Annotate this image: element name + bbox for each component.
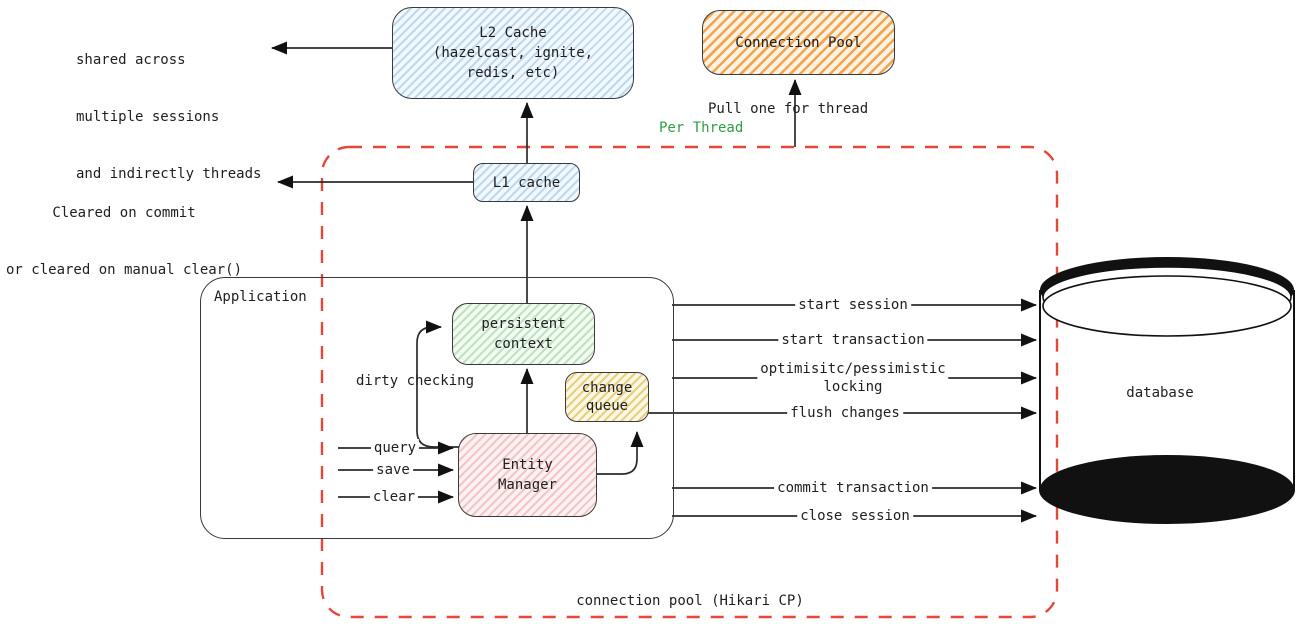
clear-label: clear [369, 488, 419, 507]
connection-pool-caption: connection pool (Hikari CP) [576, 593, 804, 609]
database-cylinder-detail [1039, 257, 1295, 524]
entity-manager-box: Entity Manager [458, 433, 597, 517]
cleared-note-line1: Cleared on commit [52, 205, 196, 221]
save-label: save [373, 461, 413, 480]
start-transaction-label: start transaction [778, 331, 928, 350]
entity-manager-line2: Manager [497, 477, 557, 493]
persistent-context-line1: persistent [481, 316, 566, 332]
arrow-entitymanager-to-changequeue [595, 431, 644, 475]
per-thread-boundary [320, 145, 1059, 619]
persistent-context-line2: context [493, 336, 553, 352]
per-thread-label: Per Thread [659, 120, 744, 136]
l2-cache-line2: (hazelcast, ignite, [432, 45, 594, 61]
close-session-label: close session [797, 507, 913, 526]
l2-cache-line1: L2 Cache [479, 25, 547, 41]
pull-one-label: Pull one for thread [708, 101, 869, 117]
change-queue-line2: queue [585, 398, 629, 414]
shared-note: shared across multiple sessions and indi… [76, 13, 261, 222]
l1-cache-box: L1 cache [473, 163, 580, 202]
cleared-note: Cleared on commit or cleared on manual c… [6, 166, 242, 318]
shared-note-line2: multiple sessions [76, 109, 220, 125]
application-box [200, 277, 674, 539]
change-queue-line1: change [581, 380, 633, 396]
database-label: database [1126, 385, 1194, 401]
l2-cache-line3: redis, etc) [466, 65, 560, 81]
application-label: Application [214, 289, 307, 305]
query-label: query [370, 439, 420, 458]
locking-label: optimisitc/pessimistic locking [757, 360, 949, 396]
l2-cache-box: L2 Cache (hazelcast, ignite, redis, etc) [392, 7, 634, 99]
locking-label-line2: locking [823, 379, 883, 395]
start-session-label: start session [795, 296, 911, 315]
shared-note-line3: and indirectly threads [76, 166, 262, 182]
locking-label-line1: optimisitc/pessimistic [760, 361, 946, 377]
l1-cache-label: L1 cache [492, 174, 561, 191]
connection-pool-box: Connection Pool [702, 10, 895, 75]
shared-note-line1: shared across [76, 52, 186, 68]
cleared-note-line2: or cleared on manual clear() [6, 262, 243, 278]
commit-transaction-label: commit transaction [774, 479, 932, 498]
entity-manager-line1: Entity [502, 457, 553, 473]
change-queue-box: change queue [565, 372, 649, 422]
dirty-checking-label: dirty checking [356, 373, 475, 389]
flush-changes-label: flush changes [787, 404, 903, 423]
connection-pool-label: Connection Pool [735, 34, 862, 51]
persistent-context-box: persistent context [452, 303, 595, 365]
arrow-dirty-checking-loop [416, 320, 462, 448]
